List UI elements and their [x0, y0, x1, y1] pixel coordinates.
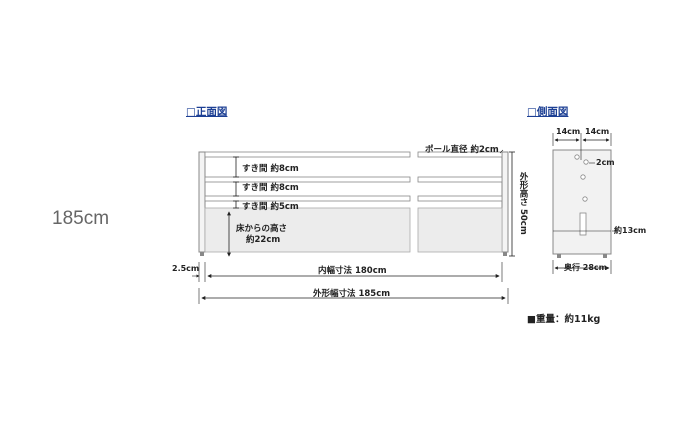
floor-height-label-line2: 約22cm	[246, 235, 281, 245]
floor-height-label-line1: 床からの高さ	[236, 224, 288, 234]
weight-label: ■重量：約11kg	[527, 314, 601, 325]
rail-3-right	[417, 195, 503, 202]
gap-label-1: すき間 約8cm	[242, 164, 299, 174]
side-half-left-label: 14cm	[556, 127, 581, 136]
gap-label-2: すき間 約8cm	[242, 183, 299, 193]
side-view-drawing	[552, 133, 620, 274]
left-foot	[200, 252, 204, 256]
post-width-label: 2.5cm	[172, 264, 200, 273]
front-view-drawing	[192, 149, 515, 304]
panel-left	[204, 207, 411, 253]
hole-size-label: 2cm	[596, 158, 615, 167]
rail-2-left	[204, 176, 411, 183]
front-view-title: □正面図	[186, 106, 228, 118]
panel-right	[417, 207, 503, 253]
outer-width-label: 外形幅寸法 185cm	[313, 289, 391, 299]
gap-label-3: すき間 約5cm	[242, 202, 299, 212]
left-post	[198, 151, 206, 253]
height-13-label: 約13cm	[614, 226, 647, 235]
side-view-title: □側面図	[527, 106, 569, 118]
rail-3-left	[204, 195, 411, 202]
rail-2-right	[417, 176, 503, 183]
rail-1-right	[417, 151, 503, 158]
side-half-right-label: 14cm	[585, 127, 610, 136]
outer-height-label: 外形高さ 50cm	[518, 172, 528, 235]
pole-diameter-label: ポール直径 約2cm	[425, 145, 499, 155]
right-post	[501, 151, 509, 253]
rail-1-left	[204, 151, 411, 158]
right-foot	[503, 252, 507, 256]
inner-width-label: 内幅寸法 180cm	[318, 266, 387, 276]
side-body	[552, 149, 612, 255]
size-label: 185cm	[52, 208, 110, 229]
depth-label: 奥行 28cm	[564, 263, 607, 272]
